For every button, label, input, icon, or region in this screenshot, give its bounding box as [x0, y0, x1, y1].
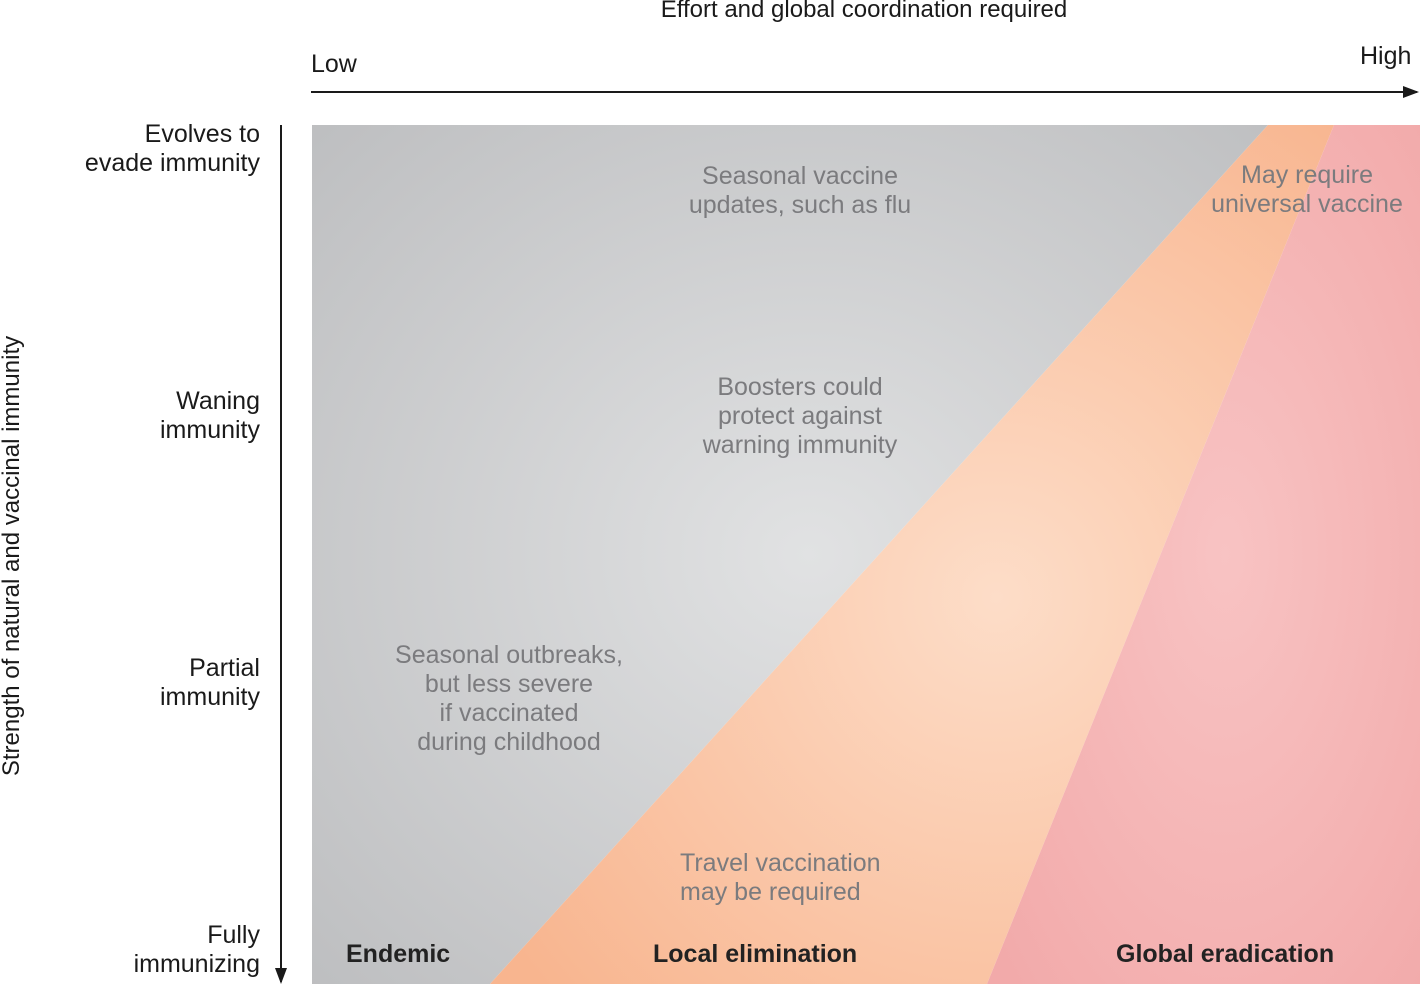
global-eradication-region [987, 125, 1420, 984]
x-axis-title: Effort and global coordination required [660, 0, 1068, 23]
local-elimination-region [490, 125, 1334, 984]
zone-label-endemic: Endemic [346, 940, 451, 968]
y-tick-partial: Partial immunity [159, 654, 260, 711]
x-axis-low-label: Low [311, 50, 357, 78]
x-axis-high-label: High [1360, 42, 1412, 70]
zone-label-local-elimination: Local elimination [653, 940, 858, 968]
annotation-seasonal-outbreaks: Seasonal outbreaks, but less severe if v… [395, 641, 623, 756]
annotation-travel: Travel vaccination may be required [680, 849, 881, 906]
annotation-boosters: Boosters could protect against warning i… [702, 373, 898, 459]
annotation-seasonal-vaccine: Seasonal vaccine updates, such as flu [688, 162, 912, 219]
y-tick-evolves: Evolves to evade immunity [84, 120, 260, 177]
endemic-region [312, 125, 1268, 984]
y-tick-fully: Fully immunizing [133, 921, 260, 978]
y-tick-waning: Waning immunity [159, 387, 260, 444]
zone-label-global-eradication: Global eradication [1116, 940, 1335, 968]
y-axis-title: Strength of natural and vaccinal immunit… [0, 335, 25, 777]
annotation-universal-vaccine: May require universal vaccine [1211, 161, 1403, 218]
